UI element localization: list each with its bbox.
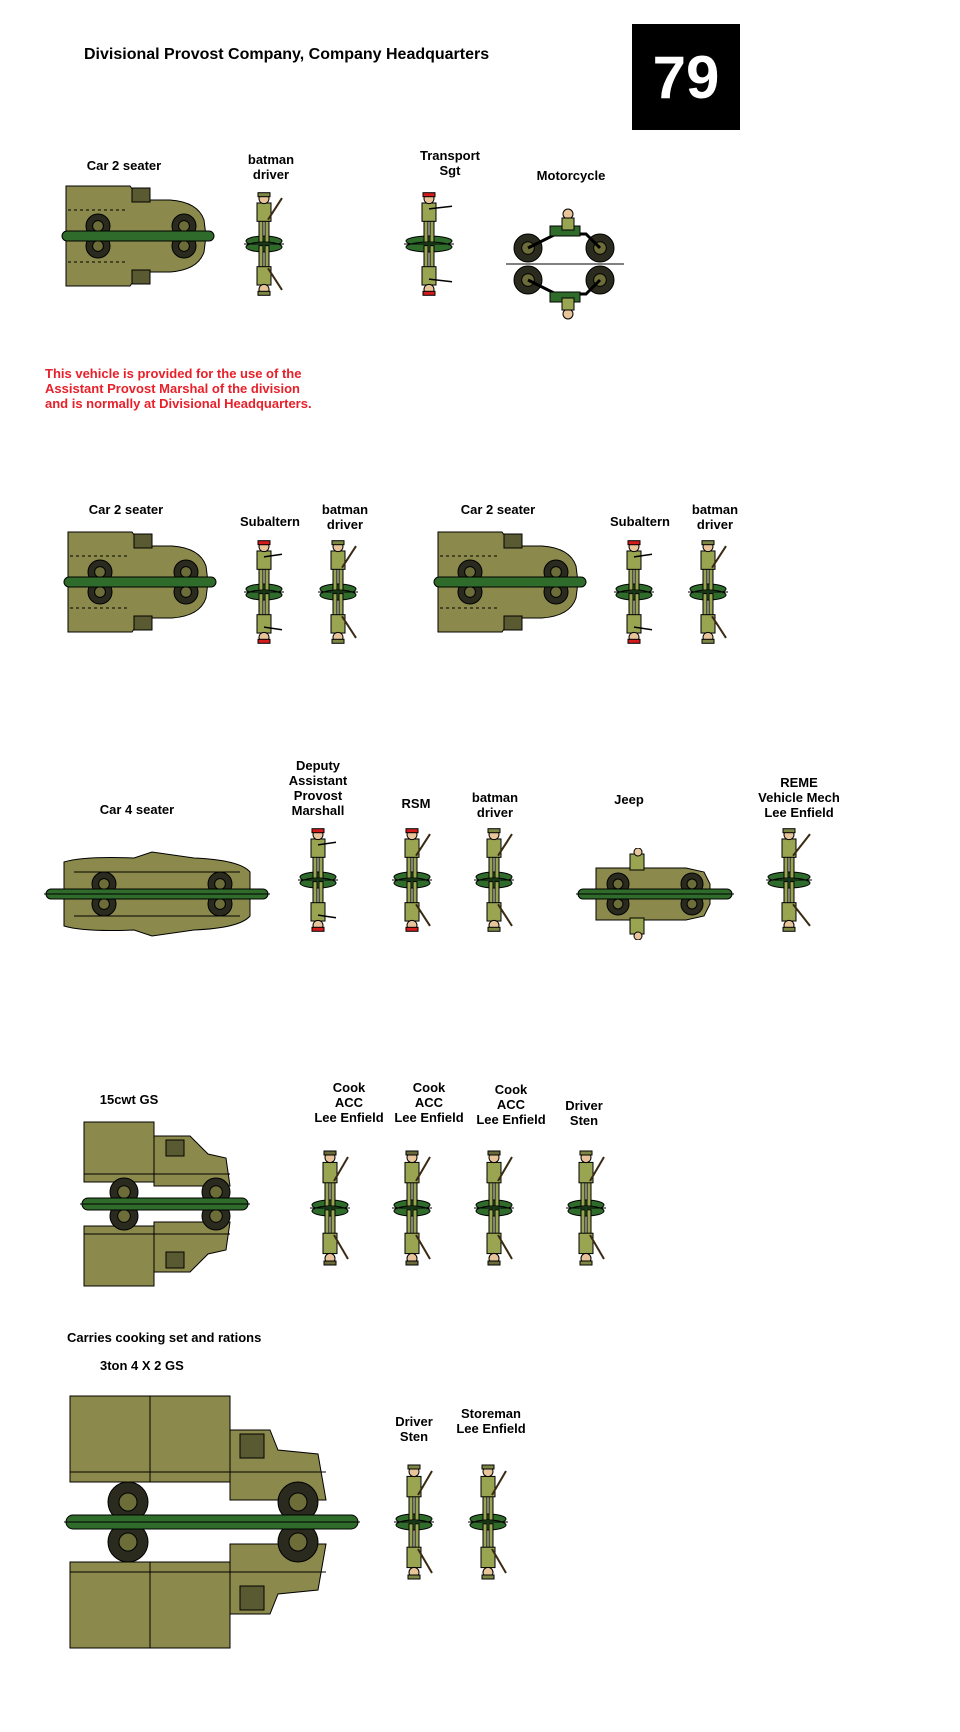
label-batman-driver: batman driver	[247, 152, 295, 182]
label-storeman-lee-enfield: Storeman Lee Enfield	[456, 1406, 526, 1436]
label-motorcycle: Motorcycle	[536, 168, 606, 183]
label-jeep: Jeep	[614, 792, 644, 807]
batman-driver-figure	[244, 190, 284, 298]
deputy-apm-figure	[298, 826, 338, 934]
batman-driver-figure	[688, 538, 728, 646]
label-car-2-seater: Car 2 seater	[460, 502, 536, 517]
motorcycle-figure	[506, 208, 624, 320]
car-2-seater-figure	[432, 526, 588, 638]
cook-acc-figure	[392, 1148, 432, 1268]
jeep-figure	[576, 848, 734, 940]
label-transport-sgt: Transport Sgt	[420, 148, 480, 178]
truck-15cwt-gs-figure	[80, 1118, 250, 1290]
label-driver-sten: Driver Sten	[565, 1098, 603, 1128]
subaltern-figure	[244, 538, 284, 646]
car-4-seater-figure	[44, 848, 270, 940]
rsm-figure	[392, 826, 432, 934]
transport-sgt-figure	[404, 190, 454, 298]
subaltern-figure	[614, 538, 654, 646]
cook-acc-figure	[310, 1148, 350, 1268]
note-apm-vehicle: This vehicle is provided for the use of …	[45, 366, 312, 411]
label-car-4-seater: Car 4 seater	[99, 802, 175, 817]
label-car-2-seater: Car 2 seater	[86, 158, 162, 173]
storeman-figure	[468, 1462, 508, 1582]
label-batman-driver: batman driver	[471, 790, 519, 820]
label-rsm: RSM	[401, 796, 431, 811]
label-deputy-assistant-provost-marshall: Deputy Assistant Provost Marshall	[288, 758, 348, 818]
label-reme-vehicle-mech: REME Vehicle Mech Lee Enfield	[758, 775, 840, 820]
label-subaltern: Subaltern	[240, 514, 300, 529]
page-number-badge: 79	[632, 24, 740, 130]
batman-driver-figure	[474, 826, 514, 934]
truck-3ton-4x2-gs-figure	[64, 1392, 360, 1652]
label-3ton-4x2-gs: 3ton 4 X 2 GS	[100, 1358, 184, 1373]
batman-driver-figure	[318, 538, 358, 646]
driver-sten-figure	[394, 1462, 434, 1582]
page-title: Divisional Provost Company, Company Head…	[84, 46, 490, 63]
label-subaltern: Subaltern	[610, 514, 670, 529]
label-car-2-seater: Car 2 seater	[88, 502, 164, 517]
label-cook-acc: Cook ACC Lee Enfield	[394, 1080, 464, 1125]
cook-acc-figure	[474, 1148, 514, 1268]
label-batman-driver: batman driver	[691, 502, 739, 532]
label-driver-sten: Driver Sten	[395, 1414, 433, 1444]
label-cook-acc: Cook ACC Lee Enfield	[476, 1082, 546, 1127]
label-15cwt-gs: 15cwt GS	[99, 1092, 159, 1107]
reme-vehicle-mech-figure	[766, 826, 812, 934]
label-cook-acc: Cook ACC Lee Enfield	[314, 1080, 384, 1125]
driver-sten-figure	[566, 1148, 606, 1268]
label-carries-cooking-set: Carries cooking set and rations	[67, 1330, 262, 1345]
car-2-seater-figure	[62, 526, 218, 638]
car-2-seater-figure	[60, 180, 216, 292]
label-batman-driver: batman driver	[321, 502, 369, 532]
